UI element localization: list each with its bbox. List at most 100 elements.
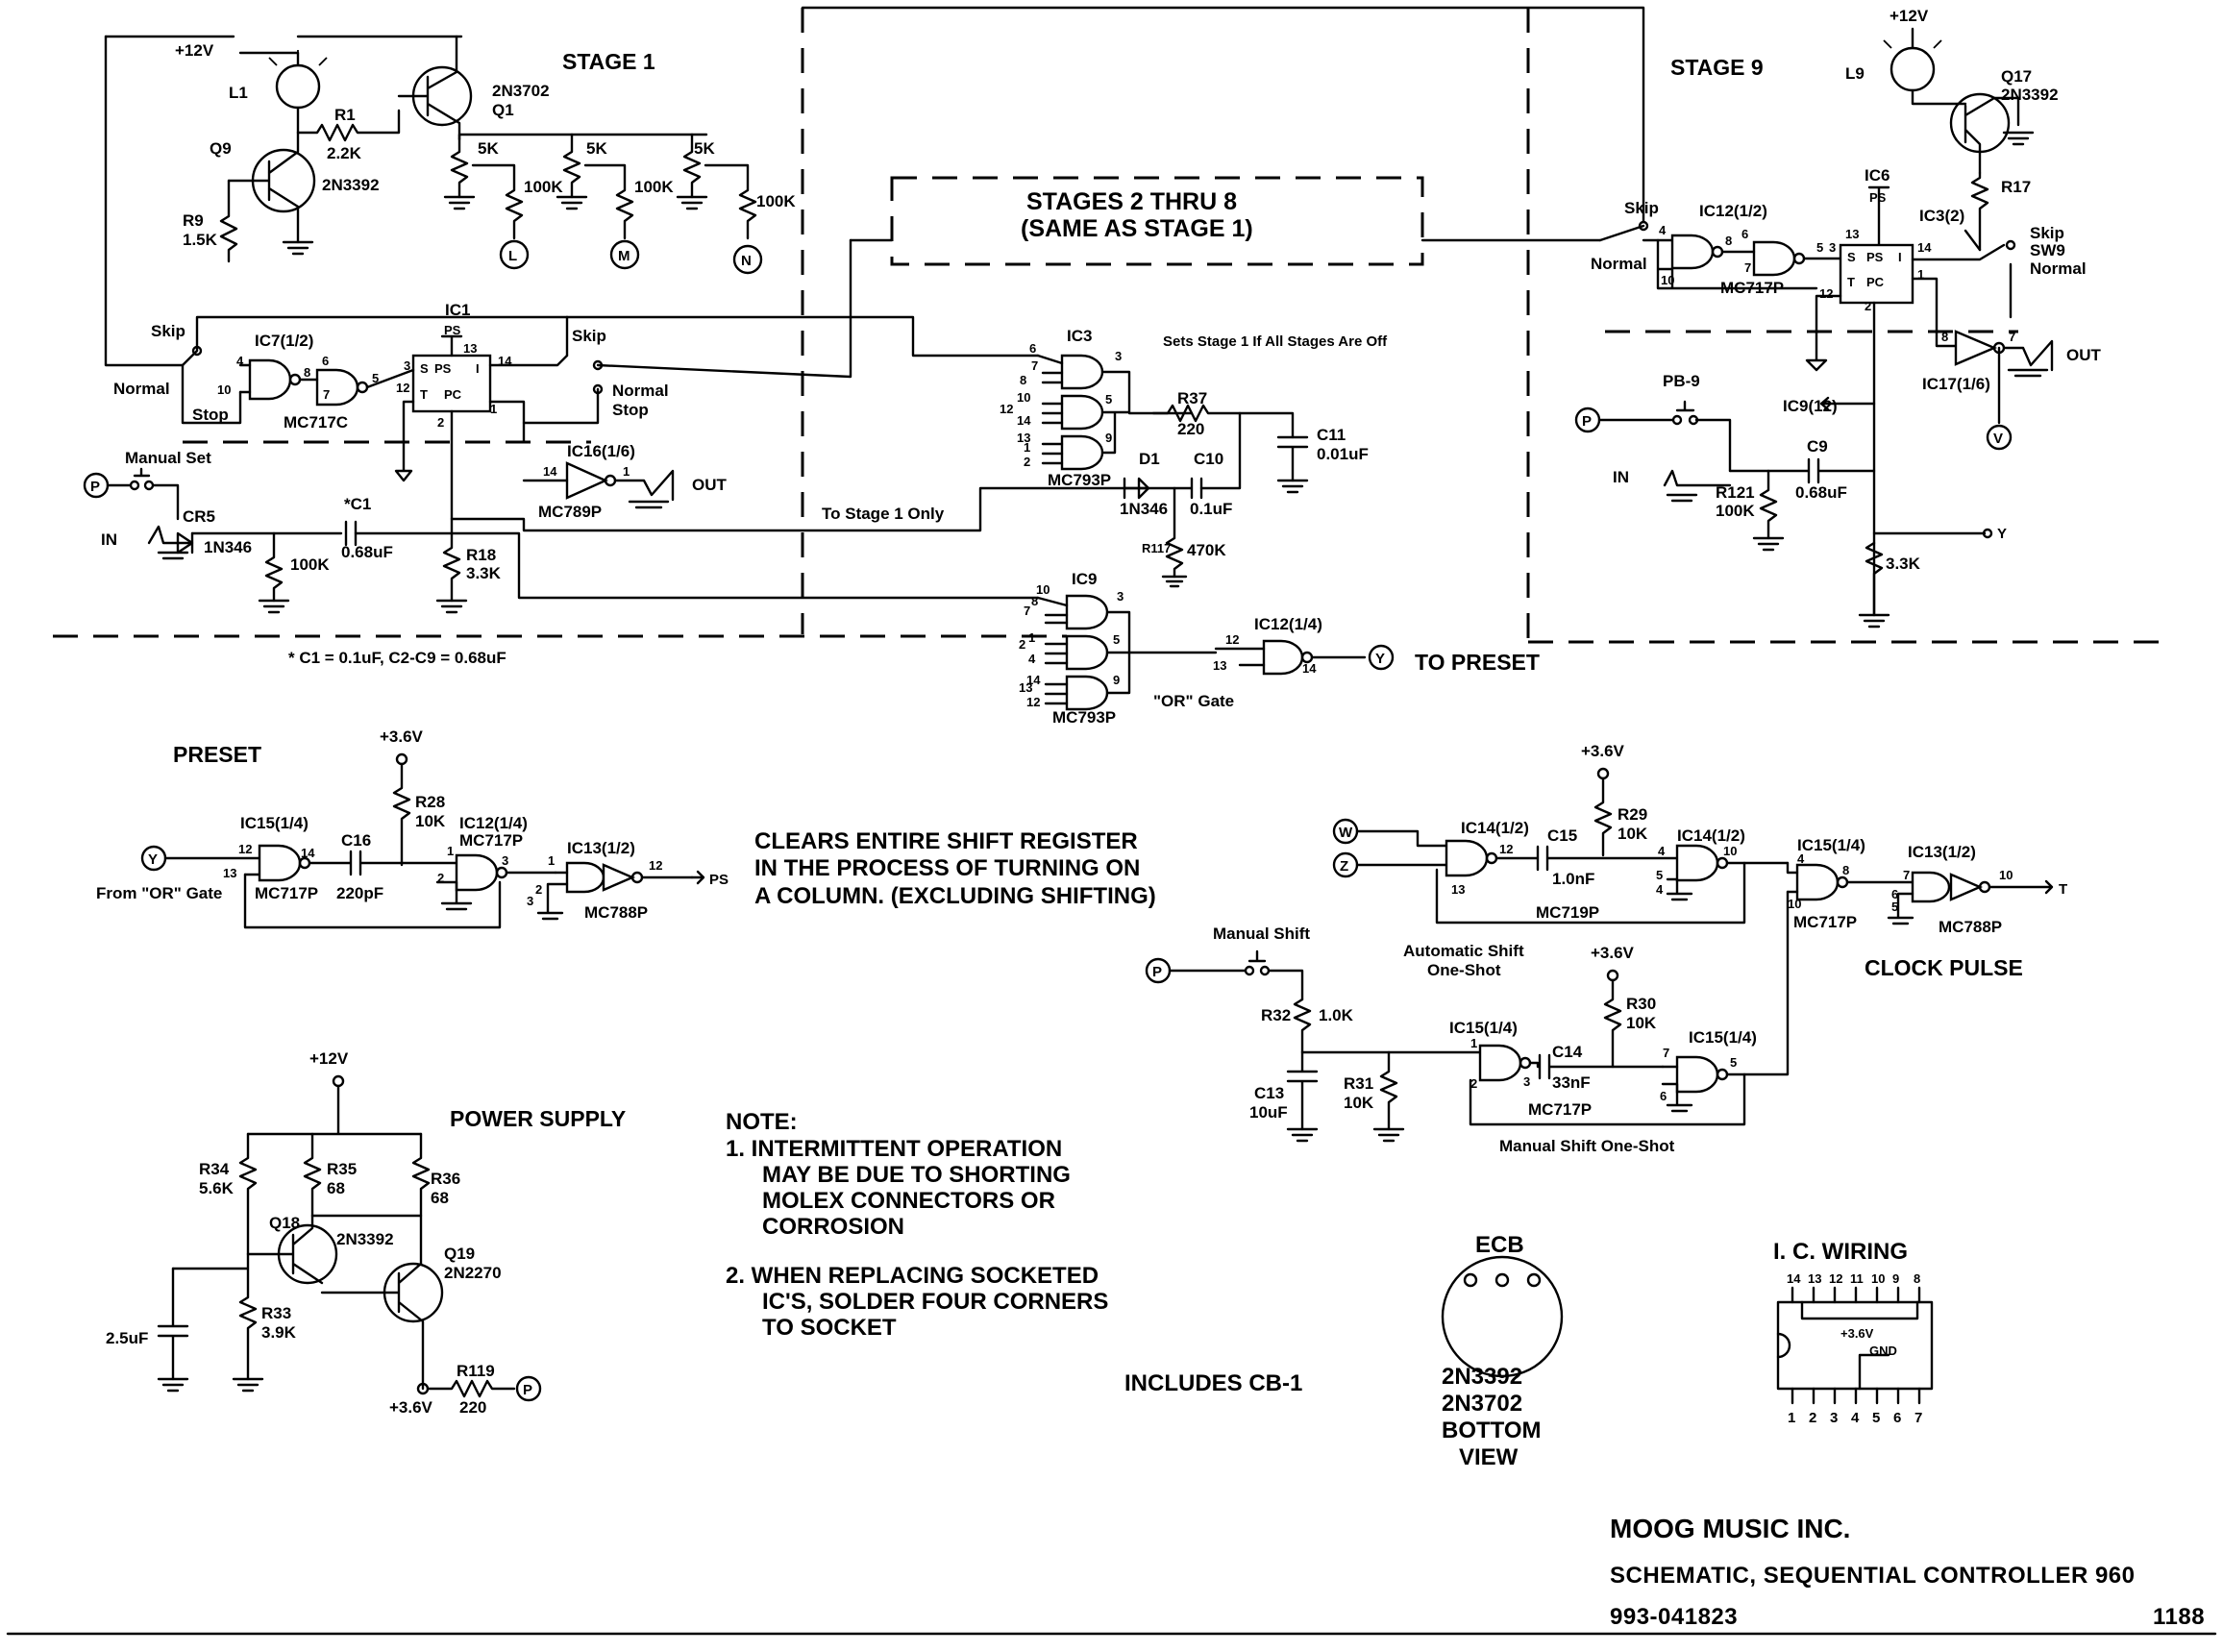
ic9-gate-a	[1065, 594, 1109, 630]
sw9-label: SW9	[2030, 241, 2065, 259]
manual-shift-button[interactable]	[1247, 949, 1267, 963]
y-terminal-top[interactable]	[1368, 644, 1395, 671]
q18-label: Q18	[269, 1214, 300, 1232]
ic1-pin3: 3	[404, 358, 410, 373]
r35-label: R35	[327, 1160, 357, 1178]
mc717p-right-label: MC717P	[459, 831, 523, 850]
auto-one-shot-label: One-Shot	[1427, 961, 1501, 979]
stage-1-title: STAGE 1	[562, 49, 655, 74]
ic3-2-label: IC3(2)	[1919, 207, 1964, 225]
pot-3-value: 5K	[694, 139, 715, 158]
ic-wiring-title: I. C. WIRING	[1773, 1239, 1908, 1265]
lamp-l9	[1890, 46, 1936, 92]
ic12-nand	[1262, 639, 1304, 676]
ic9-gate-c	[1065, 675, 1109, 711]
q18-part: 2N3392	[336, 1230, 394, 1248]
doc-number: 993-041823	[1610, 1604, 1738, 1630]
power-supply-voltage: +12V	[309, 1049, 349, 1068]
ic15c-gate	[1675, 1055, 1719, 1094]
sw9-switch[interactable]	[2005, 239, 2016, 251]
stages-2-8-box: STAGES 2 THRU 8 (SAME AS STAGE 1)	[565, 6, 1645, 358]
pb9-button[interactable]	[1675, 400, 1695, 412]
middle-gate-section: IC3 6 7 8 3 12 10 14 5 13 1 2 9 Sets Sta…	[822, 327, 1540, 727]
c11-value: 0.01uF	[1317, 445, 1369, 463]
ic15b-label: IC15(1/4)	[1449, 1019, 1518, 1037]
y-prime-terminal[interactable]	[1982, 528, 1993, 539]
c14-label: C14	[1552, 1043, 1583, 1061]
preset-desc-line2: IN THE PROCESS OF TURNING ON	[754, 855, 1140, 881]
ic3-label: IC3	[1067, 327, 1092, 345]
r17-label: R17	[2001, 178, 2031, 196]
stages-2-8-line1: STAGES 2 THRU 8	[1026, 188, 1237, 215]
ic7-pin10: 10	[217, 382, 231, 397]
ic6-label: IC6	[1865, 166, 1890, 185]
r119-label: R119	[457, 1362, 495, 1380]
ic3-pin6: 6	[1029, 341, 1036, 356]
output-m-terminal[interactable]	[609, 239, 640, 270]
ic6-s: S	[1847, 250, 1856, 264]
ic-bottom-pin-number: 5	[1872, 1410, 1880, 1426]
stop-left-label: Stop	[192, 406, 229, 424]
ic9-pin9: 9	[1113, 673, 1120, 687]
preset-section: PRESET +3.6V R28 10K IC15(1/4) Y 12 13 1…	[96, 727, 1156, 929]
to-stage1-label: To Stage 1 Only	[822, 505, 945, 523]
clock-t-output: T	[2059, 881, 2067, 898]
preset-supply: +3.6V	[380, 727, 424, 746]
note-2-line3: TO SOCKET	[762, 1315, 897, 1341]
ecb-title: ECB	[1475, 1232, 1524, 1258]
ic17-inverter	[1954, 330, 1998, 366]
c13-value: 10uF	[1249, 1103, 1288, 1122]
stage-9-title: STAGE 9	[1670, 55, 1764, 80]
ic-bottom-pin-number: 6	[1893, 1410, 1901, 1426]
r28-value: 10K	[415, 812, 446, 830]
note-2-line2: IC'S, SOLDER FOUR CORNERS	[762, 1289, 1108, 1315]
r34-label: R34	[199, 1160, 230, 1178]
clock-mc717p-label: MC717P	[1793, 913, 1857, 931]
ic16-label: IC16(1/6)	[567, 442, 635, 460]
ic3-pin12: 12	[1000, 402, 1013, 416]
ic6-pin1: 1	[1917, 267, 1924, 282]
r37-label: R37	[1177, 389, 1207, 407]
normal-right-label: Normal	[612, 382, 669, 400]
includes-cb1: INCLUDES CB-1	[1124, 1370, 1302, 1396]
ic6-t: T	[1847, 275, 1855, 289]
c1-label: *C1	[344, 495, 371, 513]
c16-label: C16	[341, 831, 371, 850]
ic9-gate-b	[1065, 634, 1109, 671]
output-n-terminal[interactable]	[732, 244, 763, 275]
ecb-line2: 2N3702	[1442, 1391, 1522, 1417]
ic13c-pin7: 7	[1903, 868, 1910, 882]
ic3-pin1: 1	[1024, 440, 1030, 455]
ic1-t: T	[420, 387, 428, 402]
r121-label: R121	[1716, 483, 1755, 502]
output-l-terminal[interactable]	[499, 239, 530, 270]
ic15b-pin2: 2	[1470, 1076, 1477, 1091]
ic15-pin13: 13	[223, 866, 236, 880]
skip-left-switch[interactable]	[191, 345, 203, 357]
ic-bottom-pin-number: 3	[1830, 1410, 1838, 1426]
v-terminal[interactable]	[1986, 424, 2013, 451]
c10-value: 0.1uF	[1190, 500, 1232, 518]
ic12-quarter-label: IC12(1/4)	[1254, 615, 1322, 633]
stage-9-mc717p: MC717P	[1720, 279, 1784, 297]
output-m-label: M	[618, 248, 630, 264]
ic15-pin12: 12	[238, 842, 252, 856]
ic14b-pin5: 5	[1656, 868, 1663, 882]
ic13-preset-gate	[565, 861, 605, 894]
ic13-preset-buffer	[602, 863, 636, 892]
mc788p-preset-label: MC788P	[584, 903, 648, 922]
stage-1-supply-label: +12V	[175, 41, 214, 60]
power-p-terminal[interactable]	[515, 1375, 542, 1402]
stage-9-skip-switch[interactable]	[1638, 220, 1649, 232]
manual-set-button[interactable]	[133, 467, 151, 478]
ic12-preset-gate	[455, 853, 499, 892]
c16-value: 220pF	[336, 884, 383, 902]
sw9-normal-label: Normal	[2030, 259, 2087, 278]
ic12p-pin1: 1	[447, 844, 454, 858]
preset-desc-line3: A COLUMN. (EXCLUDING SHIFTING)	[754, 883, 1156, 909]
r36-value: 68	[431, 1189, 449, 1207]
preset-title: PRESET	[173, 742, 261, 767]
cr5-part: 1N346	[204, 538, 252, 556]
stage-1-section: STAGE 1 +12V L1 R1 2.2K 2N3702 Q1 Q9 2N3…	[83, 35, 1150, 667]
